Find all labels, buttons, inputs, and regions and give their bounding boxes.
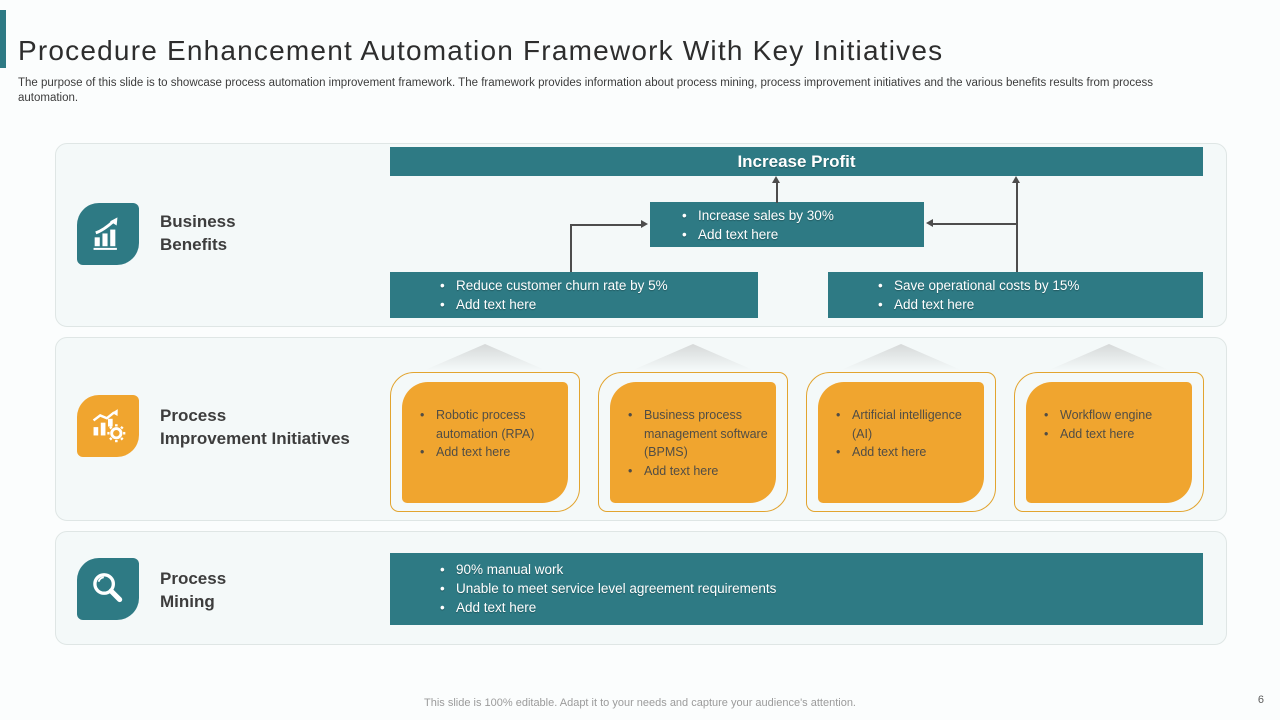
bullet-item: Add text here	[438, 295, 758, 314]
initiative-card-outline	[806, 372, 996, 512]
bullet-item: Add text here	[438, 598, 1203, 617]
section-label-line: Benefits	[160, 235, 228, 254]
connector-churn-elbow-vertical	[570, 224, 572, 272]
arrow-right-icon	[641, 220, 648, 228]
magnifier-icon	[77, 558, 139, 620]
bullet-item: Add text here	[1042, 425, 1186, 444]
initiative-card-outline	[390, 372, 580, 512]
increase-sales-list: Increase sales by 30%Add text here	[650, 202, 924, 244]
initiative-card-ai: Artificial intelligence (AI)Add text her…	[806, 344, 996, 512]
growth-bar-chart-icon	[77, 203, 139, 265]
initiative-card-fill: Business process management software (BP…	[610, 382, 776, 503]
increase-profit-bar: Increase Profit	[390, 147, 1203, 176]
bullet-item: 90% manual work	[438, 560, 1203, 579]
slide-title: Procedure Enhancement Automation Framewo…	[18, 34, 944, 66]
section-label-line: Business	[160, 212, 236, 231]
connector-costs-to-sales	[933, 223, 1017, 225]
bullet-item: Unable to meet service level agreement r…	[438, 579, 1203, 598]
initiative-card-rpa: Robotic process automation (RPA)Add text…	[390, 344, 580, 512]
initiative-list: Workflow engineAdd text here	[1026, 382, 1192, 443]
bullet-item: Add text here	[626, 462, 770, 481]
arrow-left-icon	[926, 219, 933, 227]
initiative-card-fill: Workflow engineAdd text here	[1026, 382, 1192, 503]
bullet-item: Artificial intelligence (AI)	[834, 406, 978, 443]
bullet-item: Save operational costs by 15%	[876, 276, 1203, 295]
arrow-up-icon	[772, 176, 780, 183]
connector-sales-to-profit	[776, 183, 778, 203]
process-mining-box: 90% manual workUnable to meet service le…	[390, 553, 1203, 625]
chart-gear-icon	[77, 395, 139, 457]
increase-sales-box: Increase sales by 30%Add text here	[650, 202, 924, 247]
bullet-item: Business process management software (BP…	[626, 406, 770, 462]
bullet-item: Increase sales by 30%	[680, 206, 924, 225]
section-label-line: Process	[160, 569, 227, 588]
initiative-card-fill: Robotic process automation (RPA)Add text…	[402, 382, 568, 503]
bullet-item: Reduce customer churn rate by 5%	[438, 276, 758, 295]
bullet-item: Add text here	[680, 225, 924, 244]
section-label-business-benefits: Business Benefits	[160, 210, 236, 256]
arrow-up-icon	[1012, 176, 1020, 183]
section-label-line: Process	[160, 406, 227, 425]
section-label-line: Improvement Initiatives	[160, 429, 350, 448]
reduce-churn-box: Reduce customer churn rate by 5%Add text…	[390, 272, 758, 318]
save-costs-list: Save operational costs by 15%Add text he…	[828, 272, 1203, 314]
page-number: 6	[1257, 694, 1264, 706]
initiative-card-workflow: Workflow engineAdd text here	[1014, 344, 1204, 512]
bullet-item: Workflow engine	[1042, 406, 1186, 425]
bullet-item: Add text here	[876, 295, 1203, 314]
initiative-card-outline	[1014, 372, 1204, 512]
connector-churn-elbow-horizontal	[570, 224, 642, 226]
reduce-churn-list: Reduce customer churn rate by 5%Add text…	[390, 272, 758, 314]
bullet-item: Robotic process automation (RPA)	[418, 406, 562, 443]
footer-note: This slide is 100% editable. Adapt it to…	[424, 697, 856, 709]
save-costs-box: Save operational costs by 15%Add text he…	[828, 272, 1203, 318]
initiative-card-fill: Artificial intelligence (AI)Add text her…	[818, 382, 984, 503]
initiative-card-bpms: Business process management software (BP…	[598, 344, 788, 512]
connector-costs-to-profit	[1016, 183, 1018, 272]
title-accent-bar	[0, 10, 6, 68]
section-label-process-improvement: Process Improvement Initiatives	[160, 404, 350, 450]
initiative-list: Business process management software (BP…	[610, 382, 776, 480]
section-label-line: Mining	[160, 592, 215, 611]
slide-subtitle: The purpose of this slide is to showcase…	[18, 76, 1153, 104]
initiative-list: Artificial intelligence (AI)Add text her…	[818, 382, 984, 462]
initiative-list: Robotic process automation (RPA)Add text…	[402, 382, 568, 462]
bullet-item: Add text here	[834, 443, 978, 462]
bullet-item: Add text here	[418, 443, 562, 462]
process-mining-list: 90% manual workUnable to meet service le…	[390, 553, 1203, 617]
section-label-process-mining: Process Mining	[160, 567, 226, 613]
initiative-card-outline	[598, 372, 788, 512]
